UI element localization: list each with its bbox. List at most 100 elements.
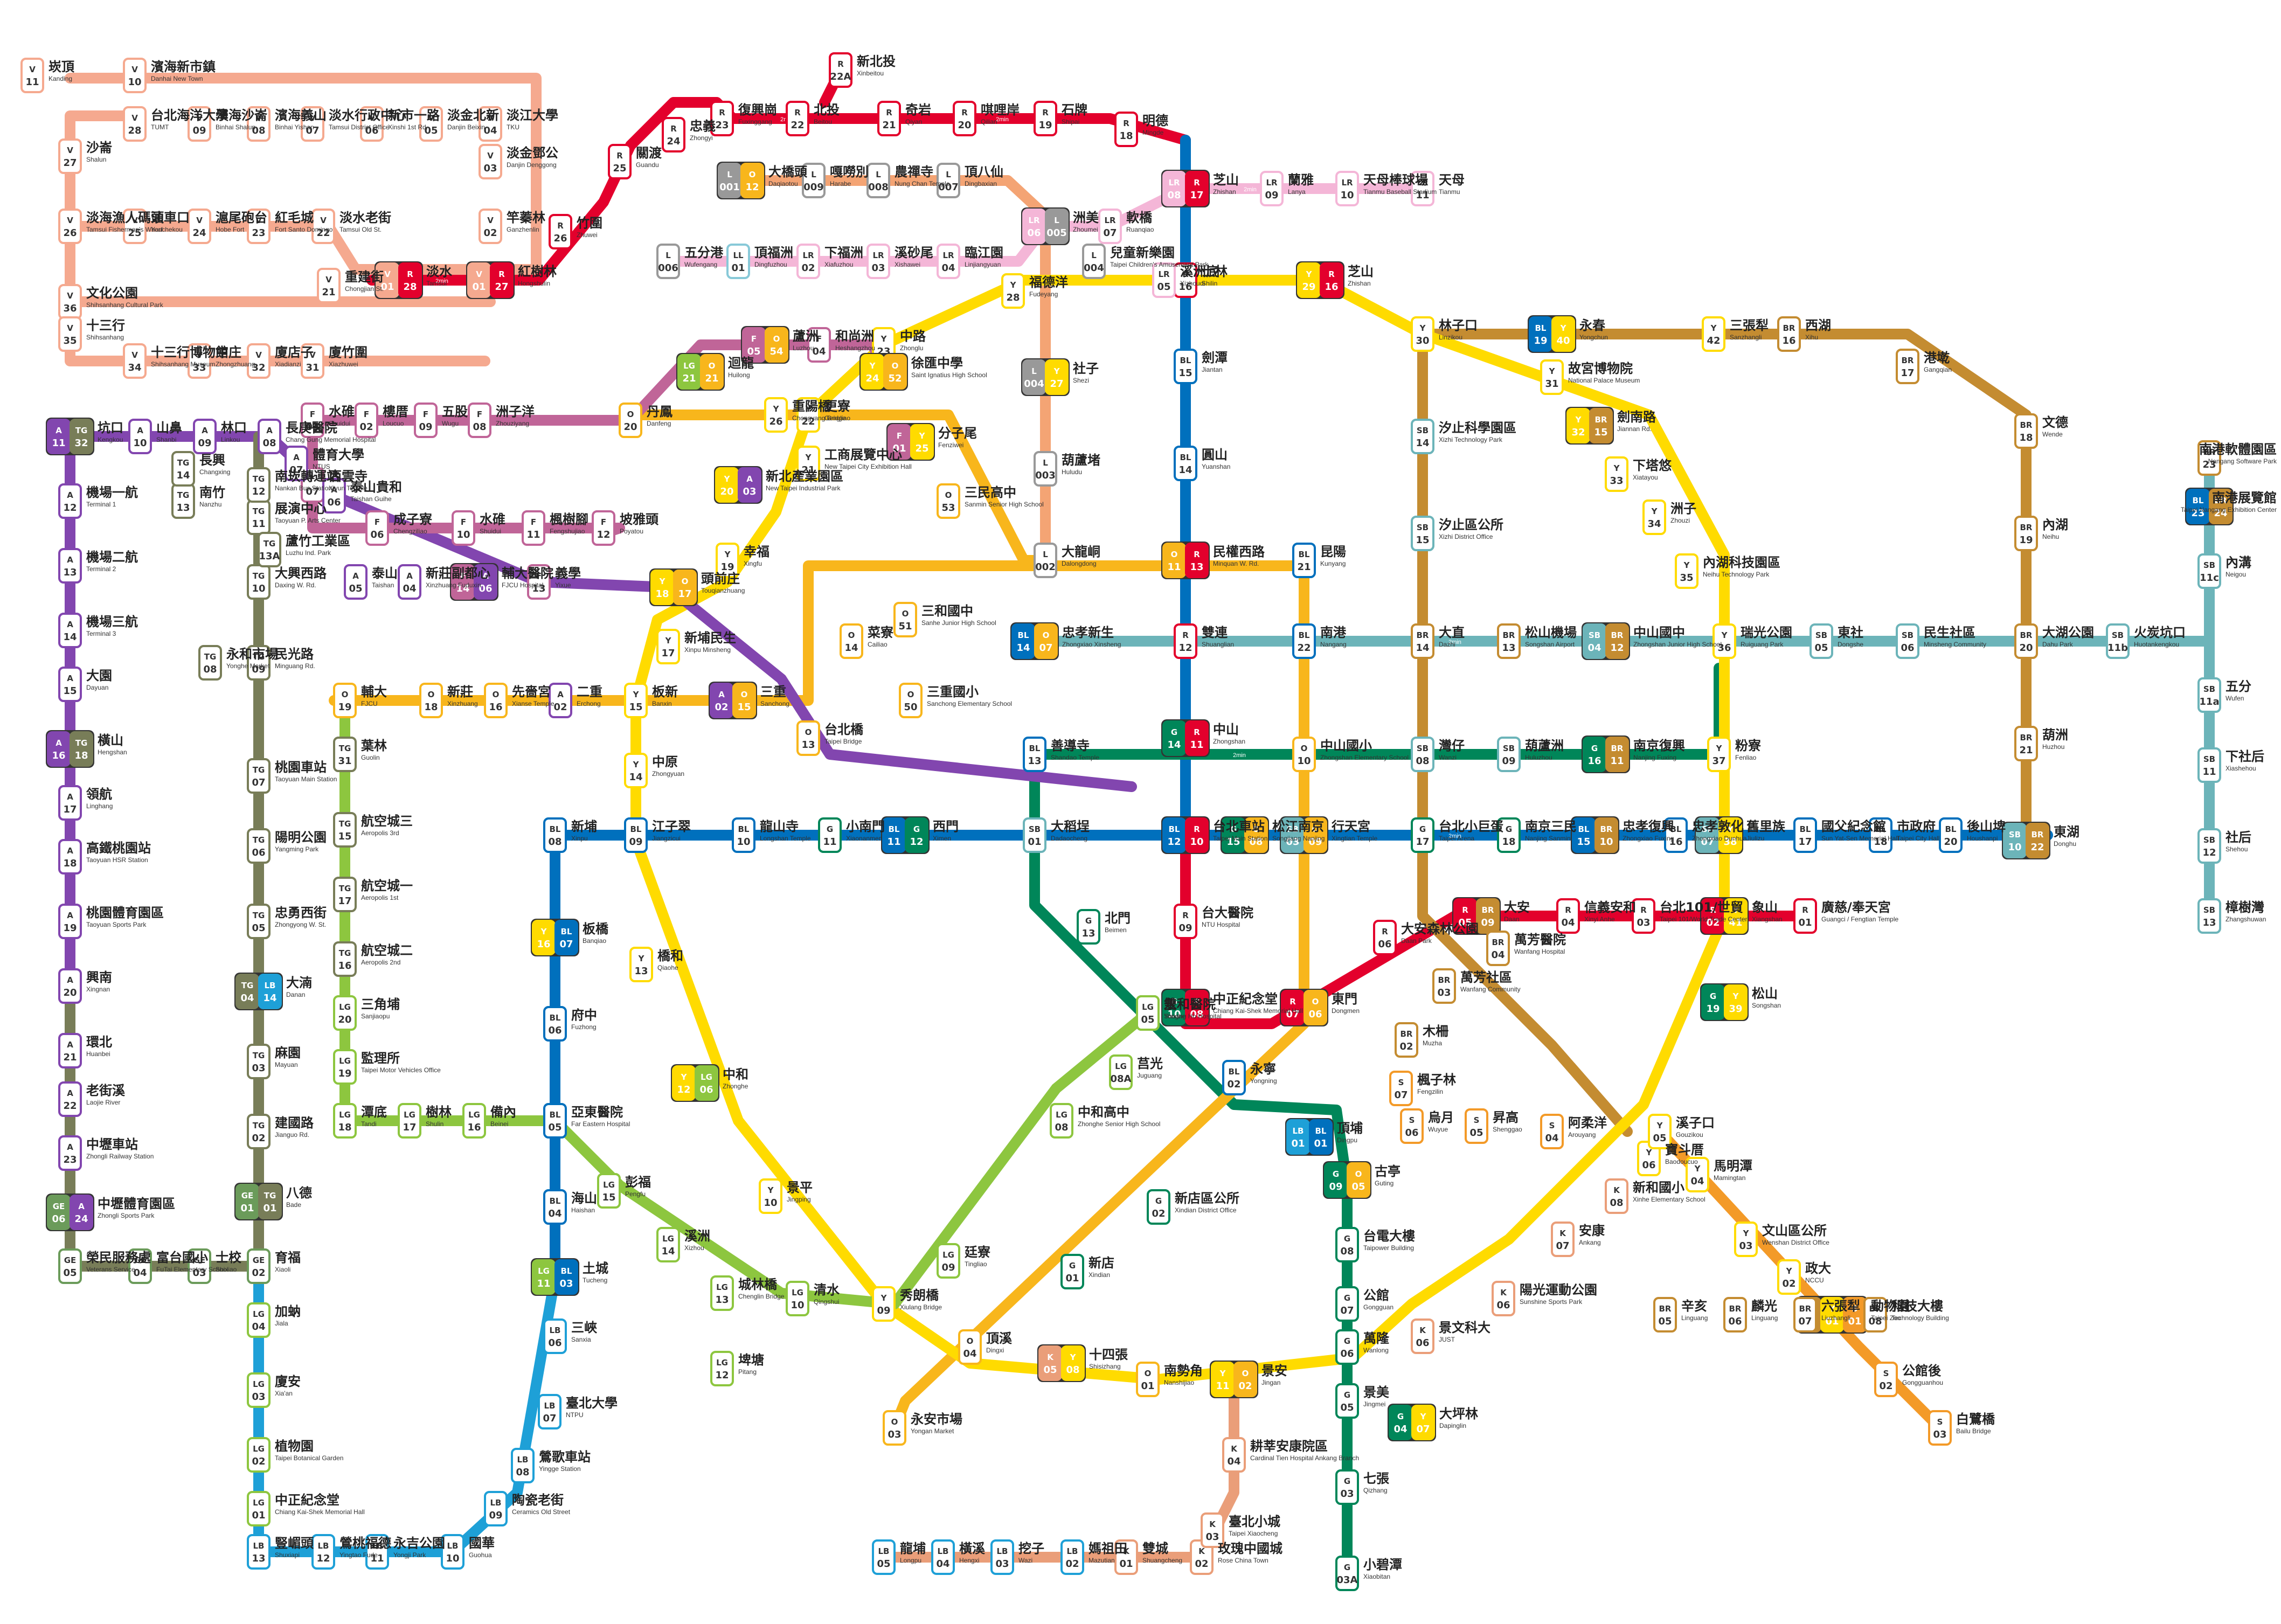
station-marker[interactable]: O16 (484, 683, 508, 718)
station-marker[interactable]: A20 (58, 968, 82, 1004)
station-marker[interactable]: V03 (479, 144, 502, 179)
station-marker[interactable]: R19 (1034, 101, 1057, 136)
station-marker[interactable]: A12 (58, 483, 82, 519)
station-marker[interactable]: O01 (1136, 1362, 1160, 1397)
station-marker[interactable]: S07 (1389, 1071, 1413, 1106)
station-marker[interactable]: Y05 (1648, 1114, 1672, 1149)
station-marker[interactable]: G18 (1497, 817, 1521, 853)
station-marker[interactable]: Y31 (1540, 359, 1564, 395)
station-marker[interactable]: V26 (58, 209, 82, 244)
station-marker[interactable]: R12 (1174, 623, 1197, 659)
station-marker[interactable]: K07 (1551, 1222, 1575, 1257)
station-marker[interactable]: O19 (333, 683, 357, 718)
station-marker[interactable]: V35 (58, 316, 82, 352)
station-marker[interactable]: F08 (468, 402, 491, 438)
station-marker[interactable]: K08 (1605, 1178, 1628, 1214)
station-marker[interactable]: V10 (123, 58, 147, 93)
station-marker[interactable]: R09 (1174, 904, 1197, 939)
station-marker[interactable]: O04 (958, 1329, 982, 1365)
station-marker[interactable]: V21 (317, 268, 341, 303)
station-marker[interactable]: V24 (188, 209, 211, 244)
station-marker[interactable]: R26 (549, 214, 572, 249)
station-marker[interactable]: G17 (1411, 817, 1434, 853)
station-marker[interactable]: S03 (1928, 1410, 1952, 1446)
station-marker[interactable]: G02 (1147, 1189, 1170, 1225)
station-marker[interactable]: A04 (398, 564, 421, 600)
station-marker[interactable]: A18 (58, 839, 82, 875)
station-marker[interactable]: V09 (188, 106, 211, 142)
station-marker[interactable]: Y09 (872, 1286, 896, 1322)
station-marker[interactable]: A14 (58, 613, 82, 648)
station-marker[interactable]: R16 (1174, 262, 1197, 298)
station-marker[interactable]: G03 (1335, 1469, 1359, 1505)
station-marker[interactable]: A06 (322, 478, 346, 513)
station-marker[interactable]: O18 (419, 683, 443, 718)
station-marker[interactable]: Y22 (796, 397, 820, 433)
station-marker[interactable]: V05 (419, 106, 443, 142)
station-marker[interactable]: A10 (128, 419, 152, 454)
station-marker[interactable]: O50 (899, 683, 923, 718)
station-marker[interactable]: F06 (365, 510, 389, 546)
station-marker[interactable]: F12 (592, 510, 615, 546)
station-marker[interactable]: R20 (953, 101, 976, 136)
station-marker[interactable]: Y21 (796, 446, 820, 481)
